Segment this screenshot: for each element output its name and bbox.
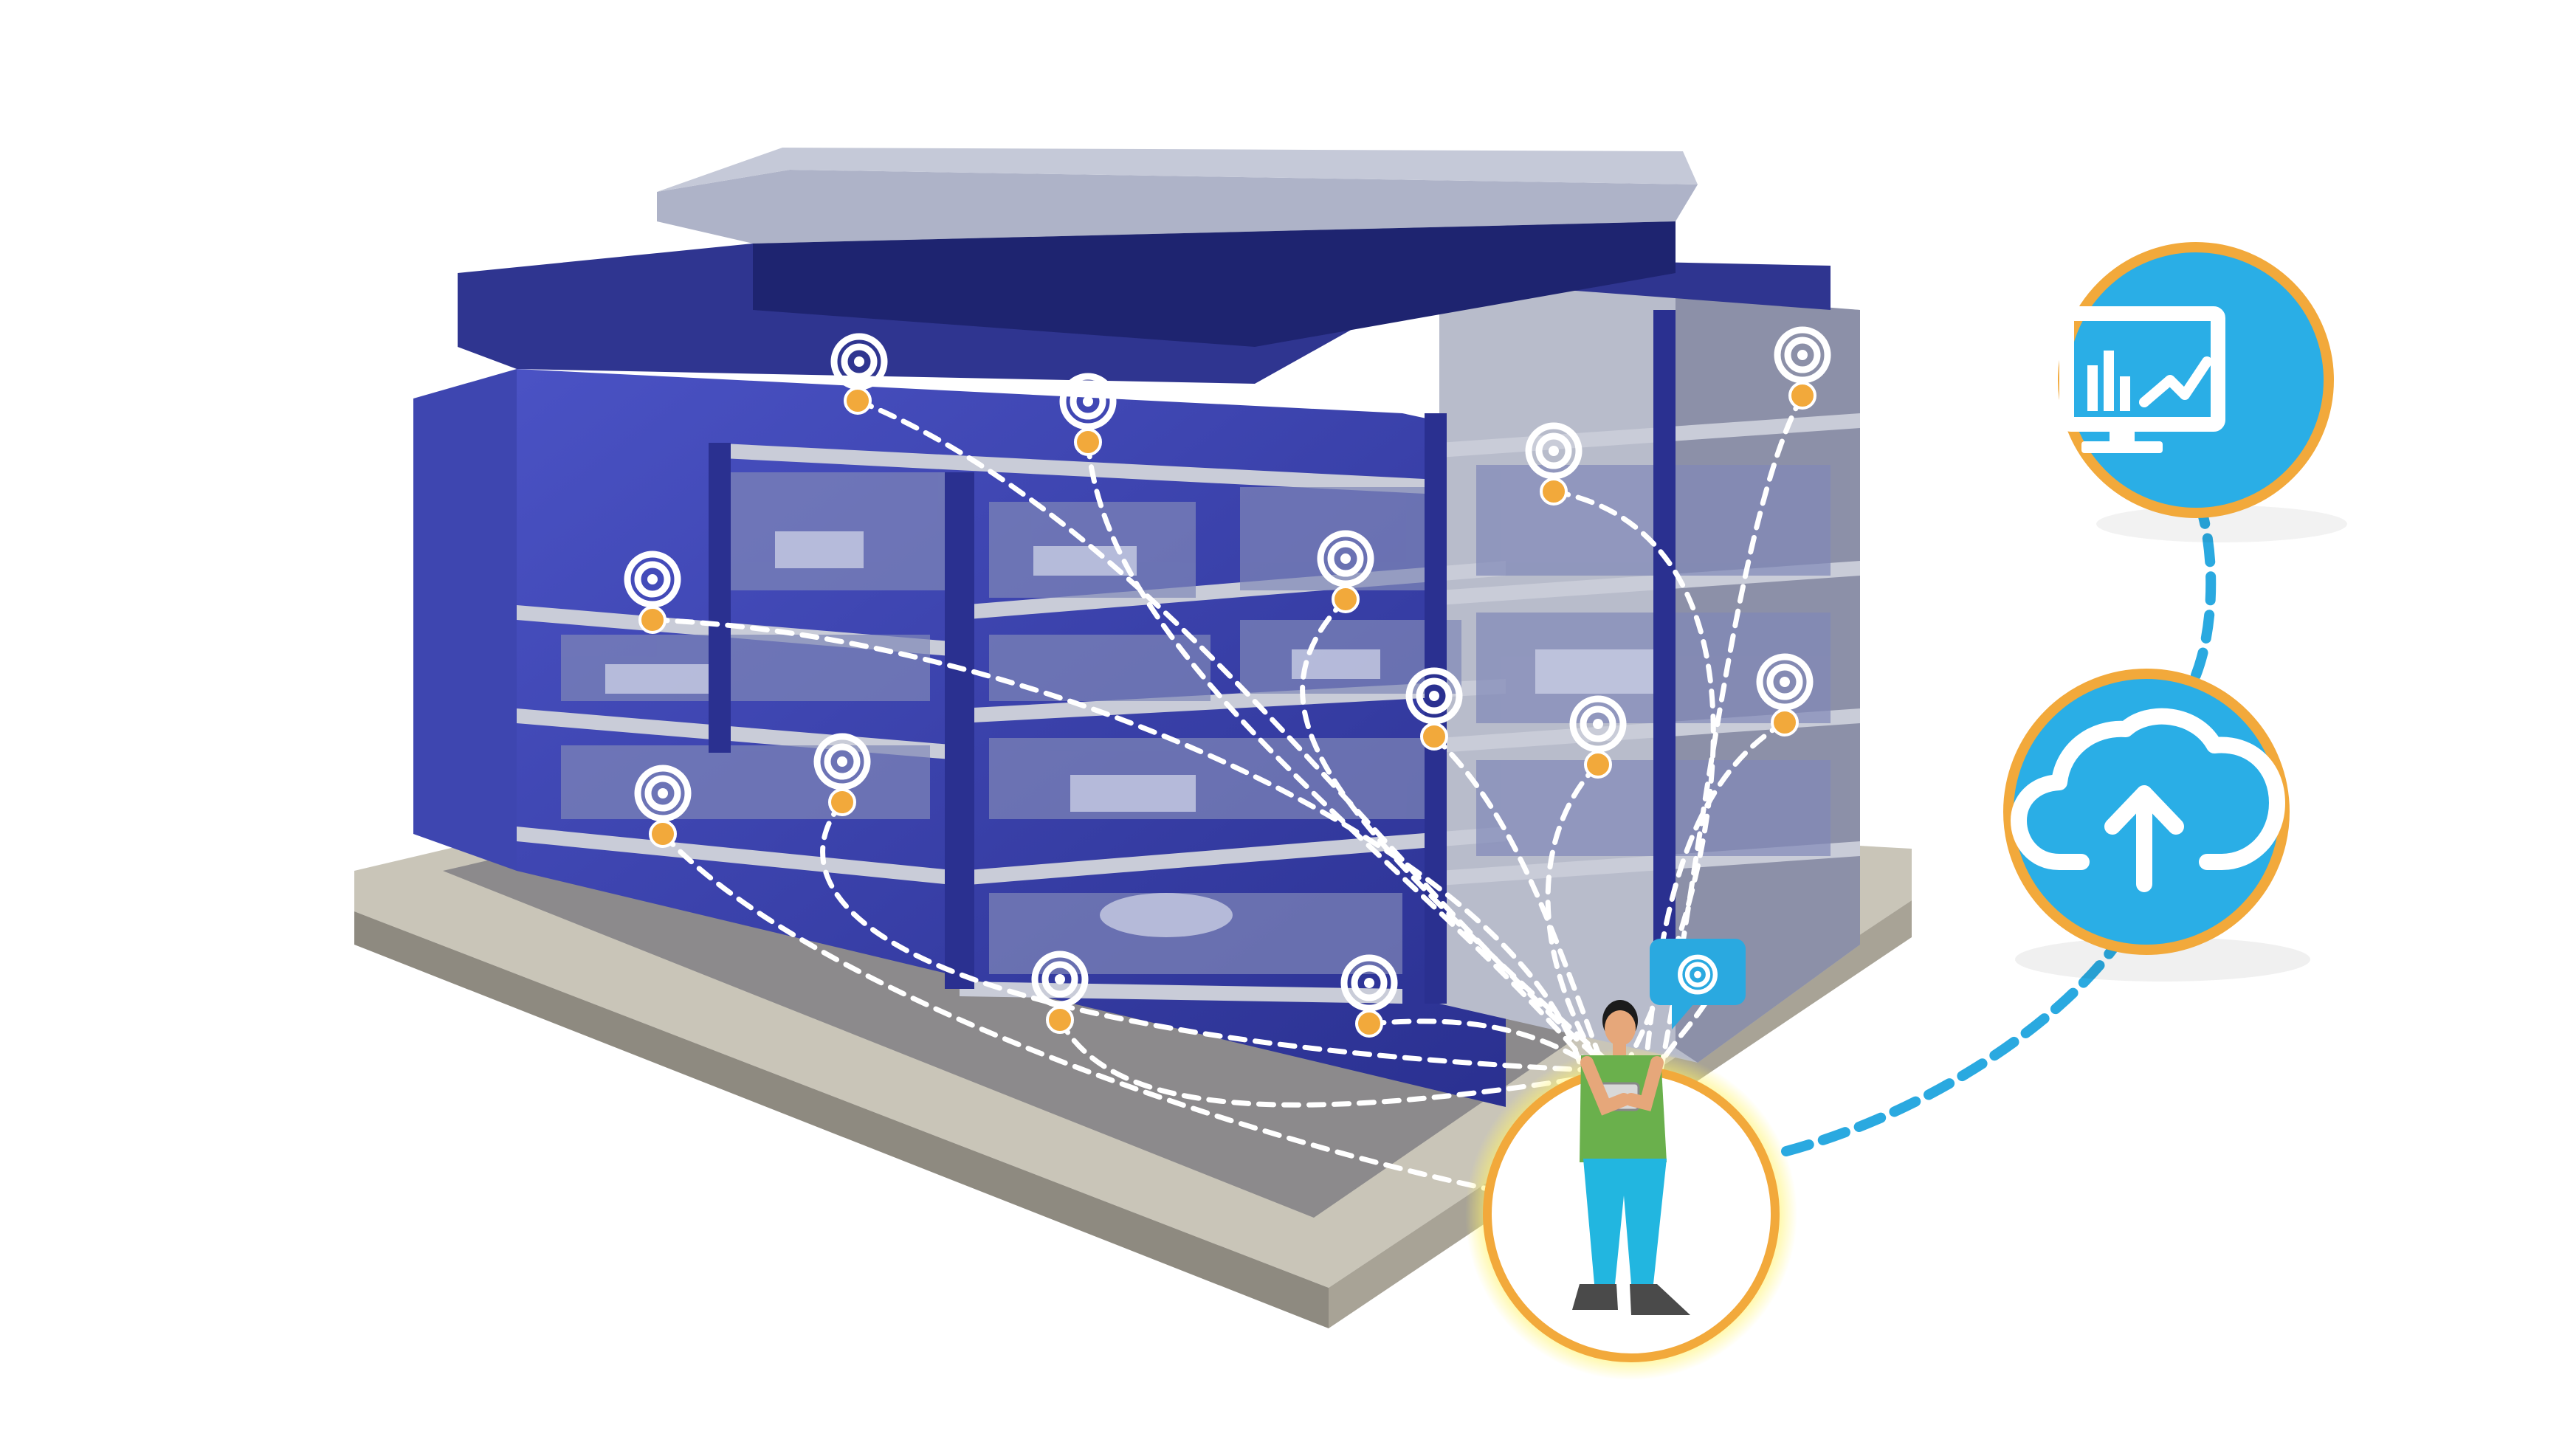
wireless-sensor-icon	[627, 554, 678, 634]
link-sensor-7	[1431, 734, 1605, 1066]
analytics-monitor-node[interactable]	[2058, 242, 2347, 542]
building-illustration	[354, 148, 1912, 1328]
roof-slab-top	[657, 148, 1698, 192]
wireless-sensor-icon	[834, 337, 884, 415]
wireless-sensor-icon	[817, 736, 867, 816]
link-sensor-1	[855, 398, 1597, 1058]
building-left-face	[413, 369, 517, 871]
wireless-sensor-icon	[1573, 699, 1623, 779]
link-sensor-6	[1300, 596, 1612, 1066]
link-sensor-3	[1551, 489, 1716, 1058]
link-sensor-5	[650, 617, 1583, 1066]
roof-slab	[657, 170, 1698, 244]
wireless-gateway-icon	[1650, 939, 1746, 1029]
link-sensor-11	[660, 831, 1523, 1198]
wireless-sensor-icon	[1035, 954, 1085, 1034]
link-sensor-9	[1643, 720, 1788, 1066]
link-person-to-cloud	[1781, 925, 2131, 1156]
cloud-upload-icon	[2011, 708, 2285, 892]
cloud-connections	[1781, 511, 2217, 1156]
interior-furniture	[605, 531, 1653, 937]
wireless-sensor-icon	[1760, 657, 1810, 736]
analytics-monitor-icon	[2059, 306, 2225, 453]
cloud-upload-node[interactable]	[2003, 669, 2310, 982]
person-with-tablet-icon	[1572, 1000, 1690, 1315]
person-node	[1465, 1000, 1797, 1380]
link-sensor-8	[1545, 762, 1605, 1073]
wireless-sensor-icon	[1320, 534, 1371, 613]
platform-side	[354, 911, 1329, 1328]
sensors	[627, 330, 1828, 1038]
link-cloud-to-monitor	[2191, 511, 2217, 680]
wireless-sensor-icon	[1344, 958, 1394, 1038]
wireless-sensor-icon	[1063, 376, 1113, 456]
wireless-sensor-icon	[1777, 330, 1828, 410]
wireless-sensor-icon	[638, 768, 688, 848]
link-sensor-12	[1057, 1017, 1590, 1108]
sensor-connections	[650, 393, 1805, 1198]
link-sensor-2	[1085, 439, 1590, 1066]
wireless-sensor-icon	[1529, 426, 1579, 506]
roof-dark-band	[753, 221, 1676, 347]
link-sensor-13	[1366, 1018, 1590, 1066]
wireless-sensor-icon	[1409, 671, 1459, 751]
link-sensor-4	[1658, 393, 1805, 1073]
